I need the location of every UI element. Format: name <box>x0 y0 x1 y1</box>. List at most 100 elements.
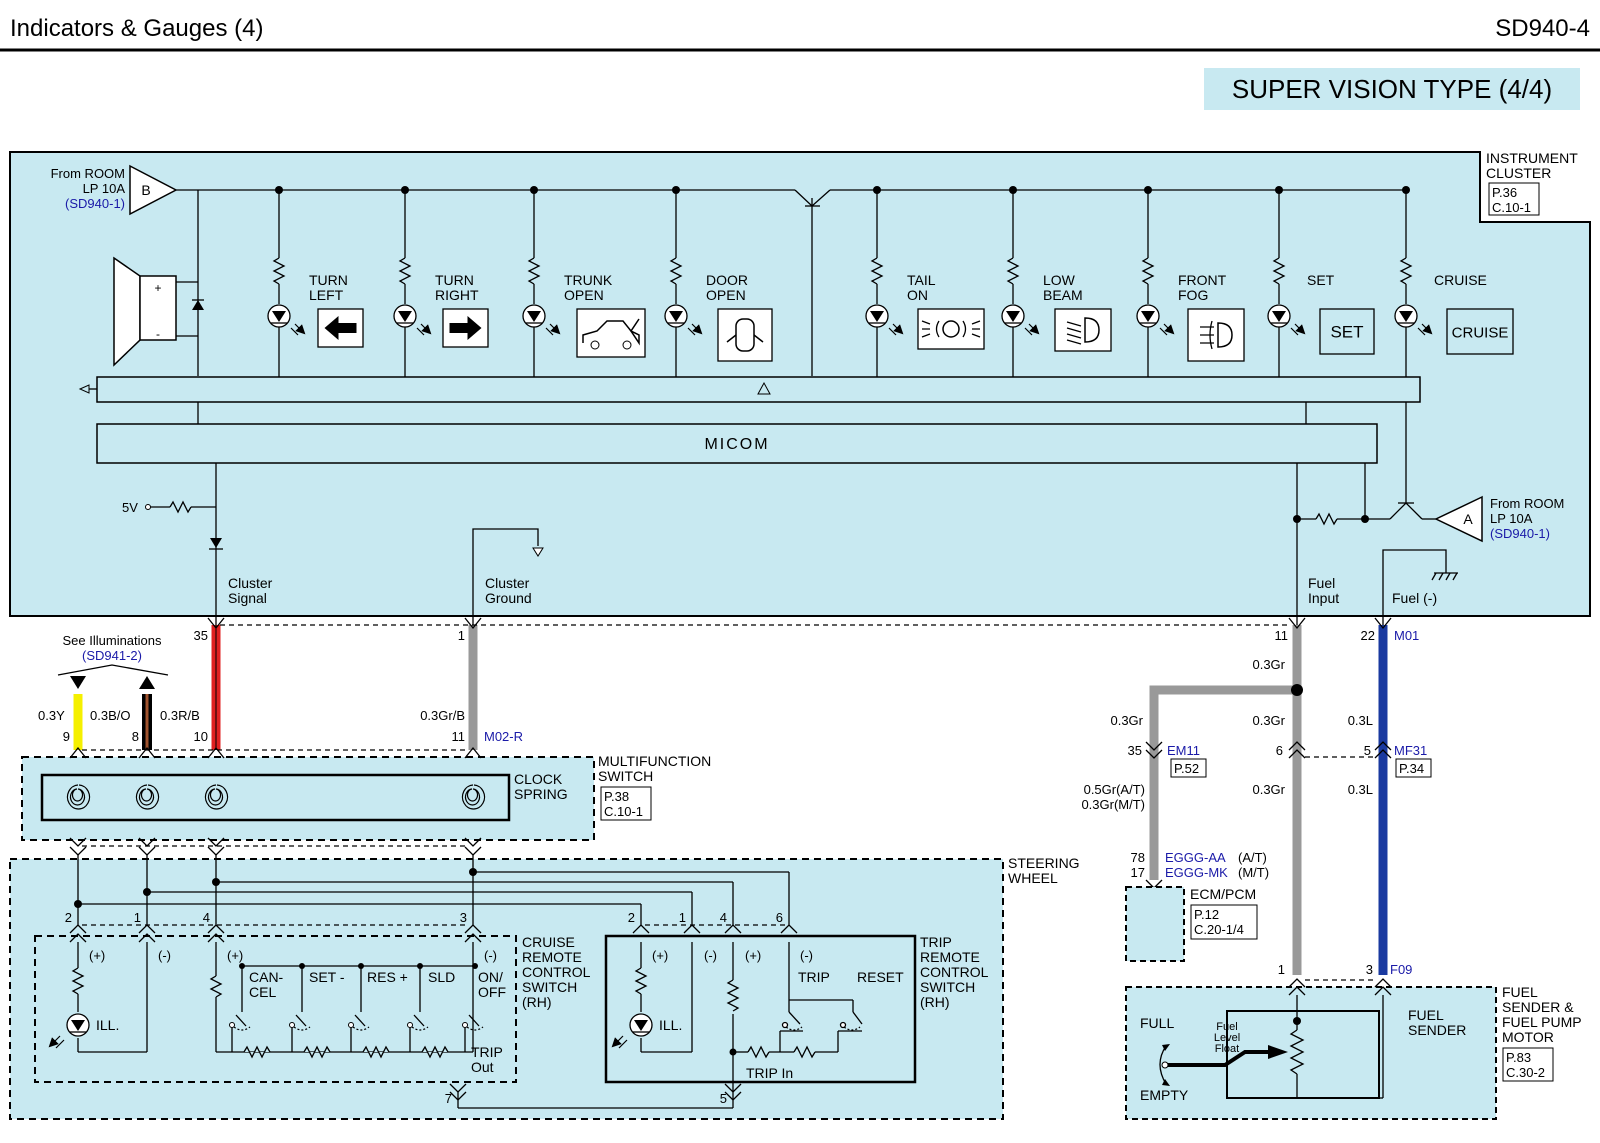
cluster-name-1: INSTRUMENT <box>1486 150 1578 166</box>
onoff-2: OFF <box>478 984 506 1000</box>
pin-7: 7 <box>445 1091 452 1106</box>
trip-plus: (+) <box>652 948 668 963</box>
onoff-1: ON/ <box>478 969 503 985</box>
cruise-switch-contacts <box>216 963 484 1059</box>
trunk-open-icon <box>576 308 646 358</box>
full-label: FULL <box>1140 1015 1174 1031</box>
wire-03gr-d: 0.3Gr <box>1252 782 1285 797</box>
conn-eggg-mk: EGGG-MK <box>1165 865 1228 880</box>
ecm-ref-p: P.12 <box>1194 907 1219 922</box>
clock-spring-coil <box>461 784 486 810</box>
indicator-label-1: FRONT <box>1178 272 1227 288</box>
pin-10: 10 <box>194 729 208 744</box>
indicator-set: SET SET <box>1267 186 1375 377</box>
conn-f09: F09 <box>1390 962 1412 977</box>
cluster-ref-conn: C.10-1 <box>1492 200 1531 215</box>
cluster-ref-page: P.36 <box>1492 185 1517 200</box>
clock-spring-coil <box>204 784 229 810</box>
fs-ref-p: P.83 <box>1506 1050 1531 1065</box>
mf31-ref: P.34 <box>1399 761 1424 776</box>
sld-label: SLD <box>428 969 455 985</box>
wire-fuel-to-ecm <box>1149 685 1297 880</box>
cruise-plus: (+) <box>89 948 105 963</box>
trip-pin-2: 2 <box>628 910 635 925</box>
trip-out-1: TRIP <box>471 1044 503 1060</box>
multifunction-ref <box>600 786 652 821</box>
clock-spring-coils <box>66 784 486 810</box>
wire-03grb: 0.3Gr/B <box>420 708 465 723</box>
pin-78: 78 <box>1131 850 1145 865</box>
v5-label: 5V <box>122 500 138 515</box>
trip-sw-3: CONTROL <box>920 964 989 980</box>
indicator-label-1: TAIL <box>907 272 936 288</box>
wire-03l-a: 0.3L <box>1348 713 1373 728</box>
indicator-icon-text: CRUISE <box>1452 325 1509 342</box>
conn-mf31: MF31 <box>1394 743 1427 758</box>
ecm-ref-box <box>1190 904 1258 940</box>
conn-eggg-aa-suffix: (A/T) <box>1238 850 1267 865</box>
indicator-label-1: CRUISE <box>1434 272 1487 288</box>
cluster-ground-1: Cluster <box>485 575 530 591</box>
trip-pin-4: 4 <box>720 910 727 925</box>
wire-03bo: 0.3B/O <box>90 708 130 723</box>
trip-sw-5: (RH) <box>920 994 950 1010</box>
indicator-label-1: LOW <box>1043 272 1076 288</box>
clock-spring-coil <box>66 784 91 810</box>
cruise-sw-2: REMOTE <box>522 949 582 965</box>
indicator-label-1: TURN <box>309 272 348 288</box>
ill-lamp-cruise <box>52 1013 90 1048</box>
multifunction-2: SWITCH <box>598 768 653 784</box>
source-a-triangle <box>1434 495 1483 543</box>
cruise-sw-5: (RH) <box>522 994 552 1010</box>
banner-title: SUPER VISION TYPE (4/4) <box>1232 74 1552 104</box>
conn-m02r: M02-R <box>484 729 523 744</box>
ecm-pcm-box <box>1125 886 1185 962</box>
sw-pin-3: 3 <box>460 910 467 925</box>
source-b-tag: B <box>141 182 150 198</box>
indicator-label-2: LEFT <box>309 287 344 303</box>
fs-2: SENDER & <box>1502 999 1574 1015</box>
fuel-input-1: Fuel <box>1308 575 1335 591</box>
from-room-a-2: LP 10A <box>1490 511 1533 526</box>
fs-ref-c: C.30-2 <box>1506 1065 1545 1080</box>
cluster-connector-m01 <box>207 617 1392 630</box>
indicator-label-2: BEAM <box>1043 287 1083 303</box>
reset-label: RESET <box>857 969 904 985</box>
cancel-1: CAN- <box>249 969 284 985</box>
conn-eggg-mk-suffix: (M/T) <box>1238 865 1269 880</box>
from-room-b-ref: (SD940-1) <box>65 196 125 211</box>
conn-eggg-aa: EGGG-AA <box>1165 850 1226 865</box>
page-title: Indicators & Gauges (4) <box>10 15 263 42</box>
door-open-icon <box>717 308 773 362</box>
front-fog-icon <box>1187 308 1245 362</box>
trip-switch-box <box>604 934 917 1084</box>
trip-sw-2: REMOTE <box>920 949 980 965</box>
see-illum-ref: (SD941-2) <box>82 648 142 663</box>
indicator-label-2: OPEN <box>706 287 746 303</box>
cruise-minus-2: (-) <box>484 948 497 963</box>
banner-background <box>1204 68 1580 110</box>
pin-6: 6 <box>1276 743 1283 758</box>
mf31-ref-box <box>1395 758 1432 778</box>
sw-pin-2: 2 <box>65 910 72 925</box>
wire-03y: 0.3Y <box>38 708 65 723</box>
em11-ref: P.52 <box>1174 761 1199 776</box>
pin-1-fuel: 1 <box>1278 962 1285 977</box>
indicator-label-1: SET <box>1307 272 1335 288</box>
see-illum: See Illuminations <box>63 633 162 648</box>
multifunction-ref-p: P.38 <box>604 789 629 804</box>
res-label: RES + <box>367 969 408 985</box>
indicator-icon-text: SET <box>1330 323 1363 342</box>
sw-pin-4: 4 <box>203 910 210 925</box>
svg-text:-: - <box>156 327 160 341</box>
fs-4: MOTOR <box>1502 1029 1554 1045</box>
set-text-icon: SET <box>1319 308 1375 355</box>
cruise-text-icon: CRUISE <box>1446 308 1514 355</box>
set-label: SET - <box>309 969 345 985</box>
low-beam-icon <box>1054 308 1112 352</box>
cluster-ref-box <box>1488 182 1540 216</box>
clock-spring-box <box>40 773 511 822</box>
trip-minus-2: (-) <box>800 948 813 963</box>
